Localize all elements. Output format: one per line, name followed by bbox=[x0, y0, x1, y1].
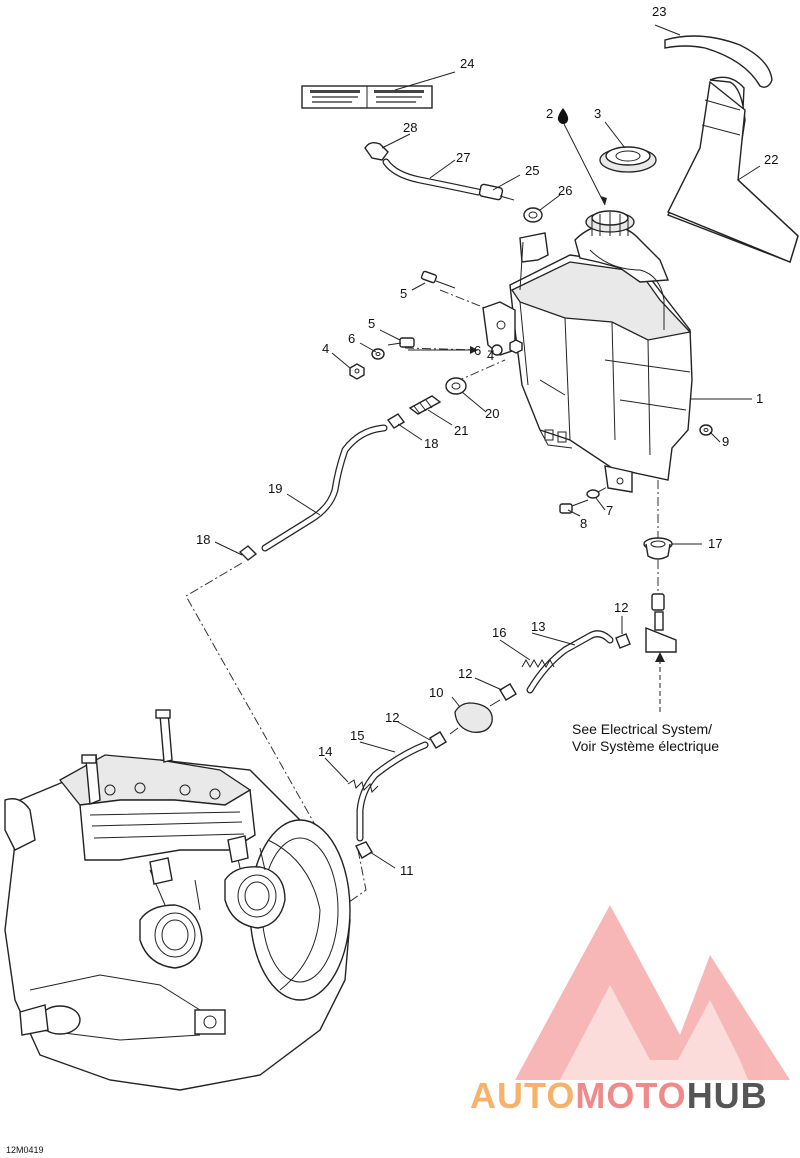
center-lines bbox=[185, 289, 659, 951]
part-11-clamp bbox=[355, 841, 373, 859]
callout-4: 4 bbox=[487, 348, 494, 363]
part-8-bolt bbox=[559, 499, 589, 514]
part-24-warning-decal bbox=[301, 85, 433, 109]
part-15-oil-hose bbox=[356, 741, 429, 842]
callout-5: 5 bbox=[400, 286, 407, 301]
part-1-oil-tank bbox=[482, 210, 693, 493]
part-20-grommet bbox=[445, 377, 467, 395]
part-7-washer bbox=[586, 489, 600, 499]
part-12-clamp-mid bbox=[499, 683, 517, 701]
automotohub-watermark-text: AUTOMOTOHUB bbox=[470, 1075, 768, 1116]
part-5-bolt-middle bbox=[387, 337, 415, 348]
callout-7: 7 bbox=[606, 503, 613, 518]
leader-lines bbox=[214, 24, 761, 869]
callout-3: 3 bbox=[594, 106, 601, 121]
oil-drop-icon bbox=[557, 108, 569, 124]
oil-level-sensor-tee bbox=[645, 593, 677, 653]
part-14-spring bbox=[347, 779, 379, 793]
callout-14: 14 bbox=[318, 744, 332, 759]
part-6-washer-right bbox=[491, 344, 503, 356]
part-23-guard-strip bbox=[664, 35, 773, 88]
callout-10: 10 bbox=[429, 685, 443, 700]
callout-12: 12 bbox=[614, 600, 628, 615]
part-28-vent-fitting bbox=[364, 141, 389, 161]
svg-text:AUTOMOTOHUB: AUTOMOTOHUB bbox=[470, 1075, 768, 1116]
callout-26: 26 bbox=[558, 183, 572, 198]
watermark-auto: AUTO bbox=[470, 1075, 575, 1116]
callout-22: 22 bbox=[764, 152, 778, 167]
part-19-oil-hose bbox=[261, 424, 388, 552]
part-4-nut-right bbox=[509, 339, 523, 354]
callout-17: 17 bbox=[708, 536, 722, 551]
part-4-nut-left bbox=[349, 363, 365, 380]
callout-12: 12 bbox=[385, 710, 399, 725]
part-5-bolt-top bbox=[420, 270, 456, 289]
part-12-clamp-lower bbox=[429, 731, 447, 749]
callout-9: 9 bbox=[722, 434, 729, 449]
note-line-2: Voir Système électrique bbox=[572, 738, 719, 754]
callout-23: 23 bbox=[652, 4, 666, 19]
part-18-clamp-lower bbox=[238, 545, 258, 561]
part-17-grommet bbox=[643, 537, 673, 560]
automotohub-watermark-logo bbox=[515, 905, 790, 1080]
callout-2: 2 bbox=[546, 106, 553, 121]
part-10-oil-filter bbox=[449, 699, 501, 735]
part-27-vent-hose bbox=[382, 158, 482, 196]
callout-24: 24 bbox=[460, 56, 474, 71]
callout-12: 12 bbox=[458, 666, 472, 681]
callout-6: 6 bbox=[348, 331, 355, 346]
callout-11: 11 bbox=[400, 863, 414, 878]
callout-1: 1 bbox=[756, 391, 763, 406]
callout-20: 20 bbox=[485, 406, 499, 421]
note-line-1: See Electrical System/ bbox=[572, 721, 712, 737]
callout-15: 15 bbox=[350, 728, 364, 743]
callout-8: 8 bbox=[580, 516, 587, 531]
part-12-clamp-tee bbox=[615, 633, 631, 649]
part-25-check-valve bbox=[478, 183, 515, 201]
callout-13: 13 bbox=[531, 619, 545, 634]
watermark-hub: HUB bbox=[687, 1075, 768, 1116]
callout-16: 16 bbox=[492, 625, 506, 640]
part-18-clamp-upper bbox=[386, 413, 406, 429]
callout-4: 4 bbox=[322, 341, 329, 356]
callout-5: 5 bbox=[368, 316, 375, 331]
callout-numbers: 1 2 3 4 4 5 5 6 6 7 8 9 10 11 12 12 12 1… bbox=[196, 4, 778, 878]
part-26-grommet bbox=[523, 207, 543, 223]
callout-19: 19 bbox=[268, 481, 282, 496]
electrical-system-note: See Electrical System/ Voir Système élec… bbox=[572, 721, 719, 754]
figure-code: 12M0419 bbox=[6, 1145, 44, 1155]
part-16-spring bbox=[521, 658, 555, 669]
part-13-oil-hose bbox=[526, 630, 614, 694]
callout-27: 27 bbox=[456, 150, 470, 165]
callout-18: 18 bbox=[424, 436, 438, 451]
callout-18: 18 bbox=[196, 532, 210, 547]
callout-21: 21 bbox=[454, 423, 468, 438]
part-3-filler-screen bbox=[599, 146, 657, 173]
engine-assembly bbox=[4, 709, 351, 1091]
part-21-fitting bbox=[408, 395, 442, 415]
part-9-washer bbox=[699, 424, 713, 436]
part-22-heat-shield bbox=[666, 76, 799, 263]
callout-25: 25 bbox=[525, 163, 539, 178]
callout-28: 28 bbox=[403, 120, 417, 135]
watermark-moto: MOTO bbox=[575, 1075, 686, 1116]
callout-6: 6 bbox=[474, 343, 481, 358]
